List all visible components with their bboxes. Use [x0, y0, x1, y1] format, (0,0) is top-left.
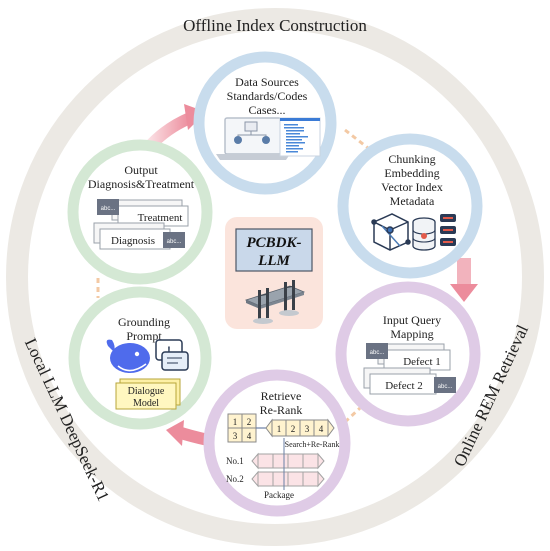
- svg-text:4: 4: [319, 424, 324, 434]
- abc-thumb-bottom-text: abc...: [167, 239, 182, 245]
- chunking-line1: Chunking: [388, 152, 435, 166]
- node-input-query: Input Query Mapping Defect 1 abc... Defe…: [335, 281, 481, 427]
- output-line2: Diagnosis&Treatment: [88, 177, 195, 191]
- center-panel: PCBDK- LLM: [225, 217, 323, 329]
- data-sources-line2: Standards/Codes: [227, 89, 308, 103]
- svg-text:1: 1: [277, 424, 282, 434]
- abc-thumb-top: [97, 199, 119, 215]
- whale-logo-icon: [106, 339, 150, 373]
- document-list-icon: [279, 117, 321, 157]
- ranked-row: 1 2 3 4: [265, 418, 335, 438]
- no1-label: No.1: [226, 456, 244, 466]
- abc-thumb-left: [366, 343, 388, 359]
- dialogue-line2: Model: [133, 398, 159, 409]
- no2-label: No.2: [226, 474, 244, 484]
- no1-row: [251, 452, 325, 470]
- abc-thumb-right: [434, 377, 456, 393]
- node-retrieve: Retrieve Re-Rank 1 2 3 4 1 2 3 4 Search+…: [203, 369, 351, 517]
- vector-cube-icon: [371, 213, 411, 251]
- abc-thumb-top-text: abc...: [101, 206, 116, 212]
- grounding-line2: Prompt: [126, 329, 162, 343]
- diagnosis-label: Diagnosis: [111, 235, 155, 247]
- chunking-line2: Embedding: [384, 166, 439, 180]
- svg-text:4: 4: [247, 431, 252, 441]
- svg-text:!: !: [167, 345, 171, 357]
- data-sources-line3: Cases...: [249, 103, 286, 117]
- center-title-line2: LLM: [257, 253, 290, 269]
- svg-text:2: 2: [291, 424, 296, 434]
- chunk-grid: 1 2 3 4: [227, 413, 257, 443]
- dialogue-card-front: [115, 382, 177, 410]
- abc-thumb-bottom: [163, 232, 185, 248]
- index-stack-icon: [440, 214, 456, 246]
- svg-text:3: 3: [233, 431, 238, 441]
- dialogue-line1: Dialogue: [128, 386, 165, 397]
- outer-ring: [6, 8, 544, 546]
- offline-index-label: Offline Index Construction: [183, 16, 367, 35]
- svg-text:3: 3: [305, 424, 310, 434]
- node-output: Output Diagnosis&Treatment Treatment abc…: [67, 139, 213, 285]
- node-chunking: Chunking Embedding Vector Index Metadata: [337, 133, 483, 279]
- chat-bubbles-icon: !: [155, 339, 189, 371]
- node-data-sources: Data Sources Standards/Codes Cases...: [193, 51, 337, 195]
- node-grounding: Grounding Prompt ! Dialogue Model: [68, 286, 212, 430]
- database-icon: [412, 217, 436, 251]
- dashed-connector-bottom: [343, 406, 362, 424]
- abc-thumb-left-text: abc...: [370, 350, 385, 356]
- svg-text:1: 1: [233, 417, 238, 427]
- dashed-connector-right: [344, 128, 369, 150]
- retrieve-line1: Retrieve: [261, 389, 302, 403]
- no2-row: [251, 470, 325, 488]
- package-label: Package: [264, 490, 294, 500]
- data-sources-line1: Data Sources: [235, 75, 299, 89]
- input-query-line2: Mapping: [390, 327, 433, 341]
- arrow-retrieve-to-grounding: [166, 420, 210, 446]
- center-title-box: [235, 228, 313, 272]
- treatment-label: Treatment: [138, 212, 183, 224]
- svg-text:2: 2: [247, 417, 252, 427]
- defect-1-label: Defect 1: [403, 356, 441, 368]
- chunking-line4: Metadata: [390, 194, 435, 208]
- laptop-icon: [216, 117, 290, 160]
- grounding-line1: Grounding: [118, 315, 170, 329]
- output-line1: Output: [124, 163, 158, 177]
- chunking-line3: Vector Index: [381, 180, 443, 194]
- center-title-line1: PCBDK-: [246, 235, 301, 251]
- defect-2-label: Defect 2: [385, 380, 423, 392]
- input-query-line1: Input Query: [383, 313, 441, 327]
- arrow-chunking-to-query: [450, 258, 478, 302]
- bridge-icon: [244, 280, 306, 324]
- retrieve-line2: Re-Rank: [260, 403, 303, 417]
- abc-thumb-right-text: abc...: [438, 384, 453, 390]
- search-rerank-label: Search+Re-Rank: [285, 440, 340, 449]
